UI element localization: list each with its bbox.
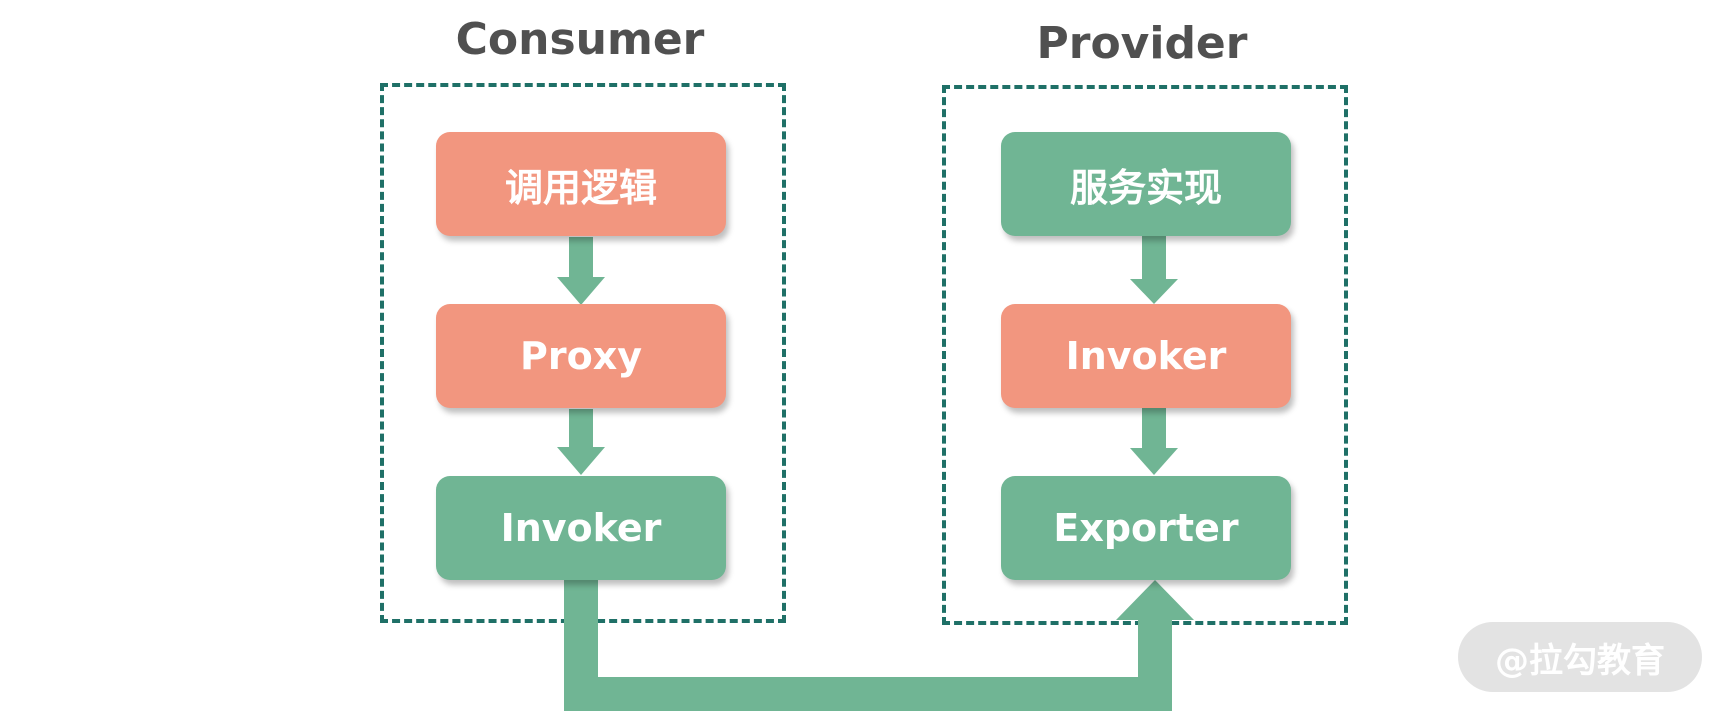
provider-title: Provider [1036, 18, 1248, 69]
consumer-node-proxy: Proxy [436, 304, 726, 408]
provider-node-invoker: Invoker [1001, 304, 1291, 408]
consumer-node-call-logic: 调用逻辑 [436, 132, 726, 236]
consumer-title: Consumer [455, 14, 705, 65]
provider-node-service-impl: 服务实现 [1001, 132, 1291, 236]
watermark: @拉勾教育 [1458, 622, 1702, 692]
consumer-node-invoker: Invoker [436, 476, 726, 580]
provider-node-exporter: Exporter [1001, 476, 1291, 580]
